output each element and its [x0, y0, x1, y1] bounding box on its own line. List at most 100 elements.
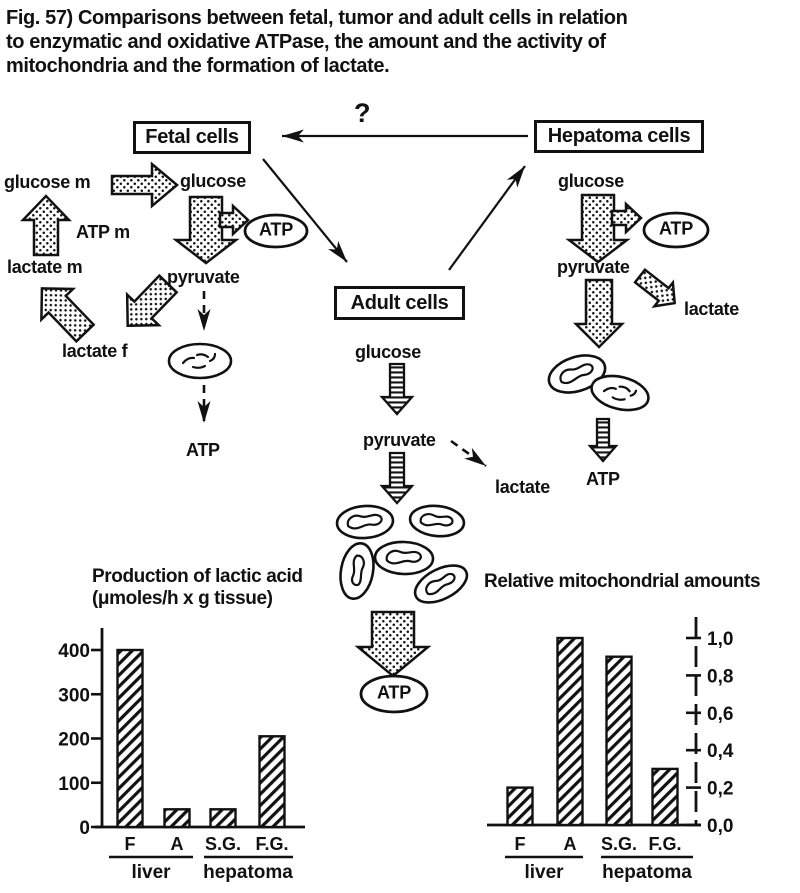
bar-S.G. [209, 808, 237, 829]
stippled-arrows [20, 161, 677, 678]
adult-glucose-label: glucose [355, 342, 421, 362]
adult-mitochondrion-icon [335, 504, 395, 540]
fetal-glucose-label: glucose [180, 171, 246, 191]
group-label: liver [524, 862, 564, 883]
adult-pyruvate-label: pyruvate [363, 430, 436, 450]
ladder-arrows [379, 362, 619, 505]
relationship-arrows [262, 129, 528, 271]
lactic-acid-chart-subtitle: (μmoles/h x g tissue) [92, 588, 273, 609]
group-label: hepatoma [203, 862, 293, 883]
fetal-glucose-to-pyruvate-arrow [172, 195, 240, 265]
adult-mito-to-atp-arrow [354, 610, 432, 678]
fetal-glucosem-to-glucose-arrow [110, 161, 179, 209]
fetal-atp-m-label: ATP m [76, 222, 130, 242]
fetal-atp-ellipse [243, 213, 309, 249]
fetal-atp-glycolytic-label: ATP [258, 219, 294, 240]
y-tick-label: 0 [79, 818, 90, 839]
bar-F [506, 786, 534, 827]
hepatoma-atp-oxidative-label: ATP [586, 469, 620, 489]
group-label: liver [131, 862, 171, 883]
fetal-mitochondrion-icon [167, 342, 233, 380]
adult-mitochondrion-icon [413, 564, 469, 604]
dashed-arrows [197, 291, 487, 468]
adult-pyruvate-to-lactate-arrow [450, 439, 487, 468]
fetal-glucose-m-label: glucose m [4, 172, 91, 192]
adult-cells-label: Adult cells [350, 291, 449, 314]
category-label: F.G. [255, 834, 288, 854]
fetal-lactatef-to-lactatem-arrow [40, 287, 96, 344]
adult-mitochondrion-icon [373, 540, 435, 576]
category-label: S.G. [601, 834, 637, 854]
adult-pyruvate-to-mito-arrow [379, 451, 415, 505]
bar-A [556, 636, 584, 827]
y-tick-label: 300 [58, 685, 90, 706]
atp-ellipses [243, 211, 710, 714]
mitochondrial-chart: 0,0 0,2 0,4 0,6 0,8 1,0F A S.G. F.G. liver hepatom… [487, 617, 734, 883]
hepatoma-mitochondrion-icon [590, 374, 650, 412]
y-tick-label: 400 [58, 641, 90, 662]
y-tick-label: 0,8 [707, 666, 733, 687]
adult-mitochondrion-icon [408, 504, 466, 538]
y-tick-label: 0,0 [707, 816, 733, 837]
lactic-acid-chart-title: Production of lactic acid [92, 566, 303, 587]
bar-S.G. [605, 655, 633, 827]
fetal-lactatem-to-glucosem-arrow [20, 194, 72, 257]
y-tick-label: 1,0 [707, 629, 733, 650]
fetal-pyruvate-label: pyruvate [167, 267, 240, 287]
fetal-to-adult-arrow [262, 158, 348, 263]
adult-cells-box: Adult cells [334, 286, 465, 320]
hepatoma-lactate-label: lactate [684, 299, 739, 319]
category-label: F [125, 834, 136, 854]
figure-caption: Fig. 57) Comparisons between fetal, tumo… [6, 6, 794, 78]
y-tick-label: 100 [58, 774, 90, 795]
adult-lactate-label: lactate [495, 477, 550, 497]
hepatoma-pyruvate-to-lactate-arrow [633, 267, 677, 309]
y-tick-label: 0,4 [707, 741, 734, 762]
category-label: A [171, 834, 184, 854]
fetal-atp-oxidative-label: ATP [186, 440, 220, 460]
mitochondrial-chart-title: Relative mitochondrial amounts [484, 571, 761, 592]
hepatoma-cells-label: Hepatoma cells [547, 125, 691, 147]
y-tick-label: 0,6 [707, 704, 733, 725]
hepatoma-glucose-to-pyruvate-arrow [565, 193, 631, 264]
adult-to-hepatoma-arrow [448, 165, 526, 271]
hepatoma-pyruvate-label: pyruvate [557, 257, 630, 277]
hepatoma-pyruvate-to-mito-arrow [572, 278, 626, 349]
mitochondria [167, 342, 650, 604]
adult-atp-oxidative-label: ATP [376, 682, 412, 703]
category-label: F.G. [648, 834, 681, 854]
caption-line-2: to enzymatic and oxidative ATPase, the a… [6, 31, 606, 53]
hepatoma-mitochondrion-icon [547, 354, 607, 394]
y-tick-label: 0,2 [707, 779, 733, 800]
hepatoma-cells-box: Hepatoma cells [534, 120, 704, 153]
adult-mitochondrion-icon [339, 541, 375, 601]
question-mark: ? [354, 98, 371, 128]
bar-F.G. [258, 735, 286, 829]
hepatoma-mito-to-atp-arrow [587, 417, 619, 463]
adult-glucose-to-pyruvate-arrow [379, 362, 415, 416]
category-label: A [564, 834, 577, 854]
fetal-cells-label: Fetal cells [145, 126, 239, 148]
fetal-pyruvate-to-lactatef-arrow [125, 273, 179, 327]
hepatoma-glucose-label: glucose [558, 171, 624, 191]
bar-A [163, 808, 191, 829]
hepatoma-atp-branch-arrow [610, 201, 643, 235]
hepatoma-atp-ellipse [642, 211, 710, 249]
fetal-lactate-f-label: lactate f [62, 341, 128, 361]
group-label: hepatoma [602, 862, 692, 883]
y-tick-label: 200 [58, 730, 90, 751]
fetal-atp-branch-arrow [218, 203, 250, 237]
category-label: S.G. [205, 834, 241, 854]
caption-line-1: Fig. 57) Comparisons between fetal, tumo… [6, 7, 628, 29]
fetal-cells-box: Fetal cells [133, 121, 251, 154]
adult-atp-ellipse [359, 674, 429, 714]
bar-F.G. [651, 767, 679, 827]
category-label: F [515, 834, 526, 854]
bar-F [116, 648, 144, 829]
hepatoma-atp-glycolytic-label: ATP [658, 218, 694, 239]
caption-line-3: mitochondria and the formation of lactat… [6, 55, 390, 77]
fetal-lactate-m-label: lactate m [7, 257, 83, 277]
